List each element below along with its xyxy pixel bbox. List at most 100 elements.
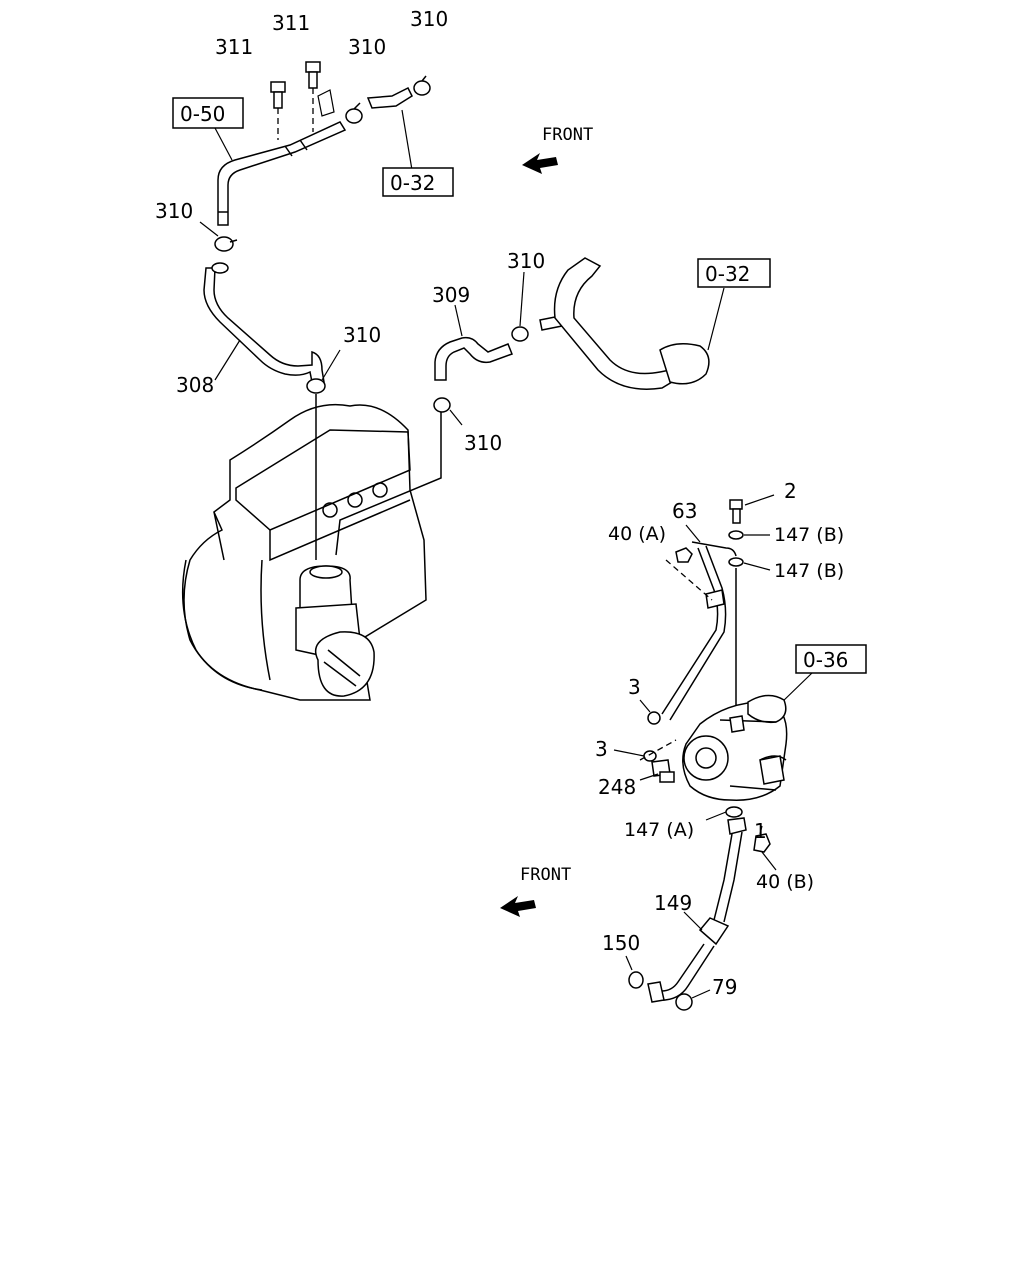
front-label-upper: FRONT [542, 125, 593, 145]
callout-310-b: 310 [410, 7, 448, 31]
leader-310-mid [321, 349, 341, 381]
leader-150 [625, 955, 633, 971]
front-label-lower: FRONT [520, 865, 571, 885]
leader-309 [454, 304, 463, 337]
nut-40b[interactable] [753, 833, 771, 853]
washer-147a[interactable] [725, 806, 743, 818]
hose-309 [434, 336, 513, 381]
callout-79: 79 [712, 975, 737, 999]
engine-block [181, 403, 427, 701]
ref-0-50-label: 0-50 [180, 102, 225, 126]
leader-310-309 [519, 271, 525, 327]
ref-box-0-32-mid[interactable]: 0-32 [697, 258, 771, 288]
callout-40b: 40 (B) [756, 871, 814, 893]
oil-pipe-clip [705, 589, 725, 609]
leader-2 [744, 494, 775, 506]
short-hose-0-32 [366, 86, 413, 109]
nut-40a[interactable] [675, 547, 693, 563]
leader-308 [214, 339, 241, 381]
ref-0-32-top-label: 0-32 [390, 171, 435, 195]
ref-box-0-36[interactable]: 0-36 [795, 644, 867, 674]
callout-1: 1 [754, 819, 767, 843]
callout-308: 308 [176, 373, 214, 397]
hose-308-end [211, 262, 229, 274]
washer-79[interactable] [675, 993, 693, 1011]
water-pipe-0-32 [553, 257, 673, 390]
callout-149: 149 [654, 891, 692, 915]
pipe-bracket-marks [284, 139, 308, 157]
leader-248 [639, 773, 659, 781]
leader-310-left [199, 221, 219, 237]
washer-3-a[interactable] [647, 711, 661, 725]
callout-2: 2 [784, 479, 797, 503]
leader-0-50 [214, 127, 233, 161]
drain-hose-joint [698, 917, 730, 946]
callout-310-a: 310 [348, 35, 386, 59]
front-arrow-upper-icon [522, 153, 558, 174]
leader-63 [685, 524, 701, 543]
leader-0-32-right [707, 287, 725, 351]
clamp-310-mid[interactable] [306, 378, 326, 394]
ref-0-36-label: 0-36 [803, 648, 848, 672]
ref-box-0-32-top[interactable]: 0-32 [382, 167, 454, 197]
routing-line-right [335, 412, 442, 556]
drain-pipe-end [647, 981, 665, 1003]
leader-0-36 [779, 672, 813, 705]
callout-3-b: 3 [595, 737, 608, 761]
oil-pipe-63-top [691, 541, 737, 557]
clamp-310-309[interactable] [511, 326, 529, 342]
upper-pipe-0-50 [217, 121, 347, 226]
callout-311-b: 311 [272, 11, 310, 35]
callout-310-c: 310 [155, 199, 193, 223]
washer-3-axis [639, 739, 677, 761]
leader-0-32-top [401, 109, 413, 171]
bolt-248[interactable] [651, 759, 675, 783]
bolt-311-b[interactable] [305, 61, 321, 89]
leader-3-b [613, 749, 645, 757]
callout-147a: 147 (A) [624, 819, 694, 841]
leader-1 [759, 825, 763, 835]
callout-311-a: 311 [215, 35, 253, 59]
ref-box-0-50[interactable]: 0-50 [172, 97, 244, 129]
leader-147a [705, 811, 727, 821]
leader-3-a [639, 699, 651, 713]
bracket-plate [317, 89, 335, 117]
callout-40a: 40 (A) [608, 523, 666, 545]
leader-79 [691, 989, 711, 999]
leader-147b-2 [743, 562, 771, 571]
drain-flange [727, 817, 747, 835]
callout-63: 63 [672, 499, 697, 523]
callout-310-f: 310 [464, 431, 502, 455]
callout-147b-2: 147 (B) [774, 560, 844, 582]
callout-310-e: 310 [507, 249, 545, 273]
bolt-311-a[interactable] [270, 81, 286, 109]
callout-3-a: 3 [628, 675, 641, 699]
clamp-310-top-left[interactable] [345, 102, 363, 124]
clamp-310-right-low[interactable] [433, 397, 451, 413]
front-arrow-lower-icon [500, 896, 536, 917]
washer-147b-2[interactable] [728, 557, 744, 567]
callout-310-d: 310 [343, 323, 381, 347]
clamp-310-top-right[interactable] [413, 75, 431, 96]
nut-40a-axis [665, 559, 713, 601]
ref-0-32-mid-label: 0-32 [705, 262, 750, 286]
washer-3-b[interactable] [643, 750, 657, 762]
bolt-2[interactable] [729, 499, 743, 524]
callout-309: 309 [432, 283, 470, 307]
hose-308 [203, 267, 325, 383]
drain-pipe-149-upper [713, 831, 743, 923]
callout-147b-1: 147 (B) [774, 524, 844, 546]
oil-pipe-63-a [661, 547, 719, 715]
nut-150[interactable] [628, 971, 644, 989]
clamp-310-left[interactable] [214, 236, 238, 252]
leader-149 [683, 911, 703, 931]
leader-40b [761, 851, 777, 871]
callout-150: 150 [602, 931, 640, 955]
pipe-flange [659, 343, 710, 385]
oil-pipe-63-b [669, 545, 727, 721]
callout-248: 248 [598, 775, 636, 799]
turbocharger [682, 694, 788, 801]
washer-147b-1[interactable] [728, 530, 744, 540]
